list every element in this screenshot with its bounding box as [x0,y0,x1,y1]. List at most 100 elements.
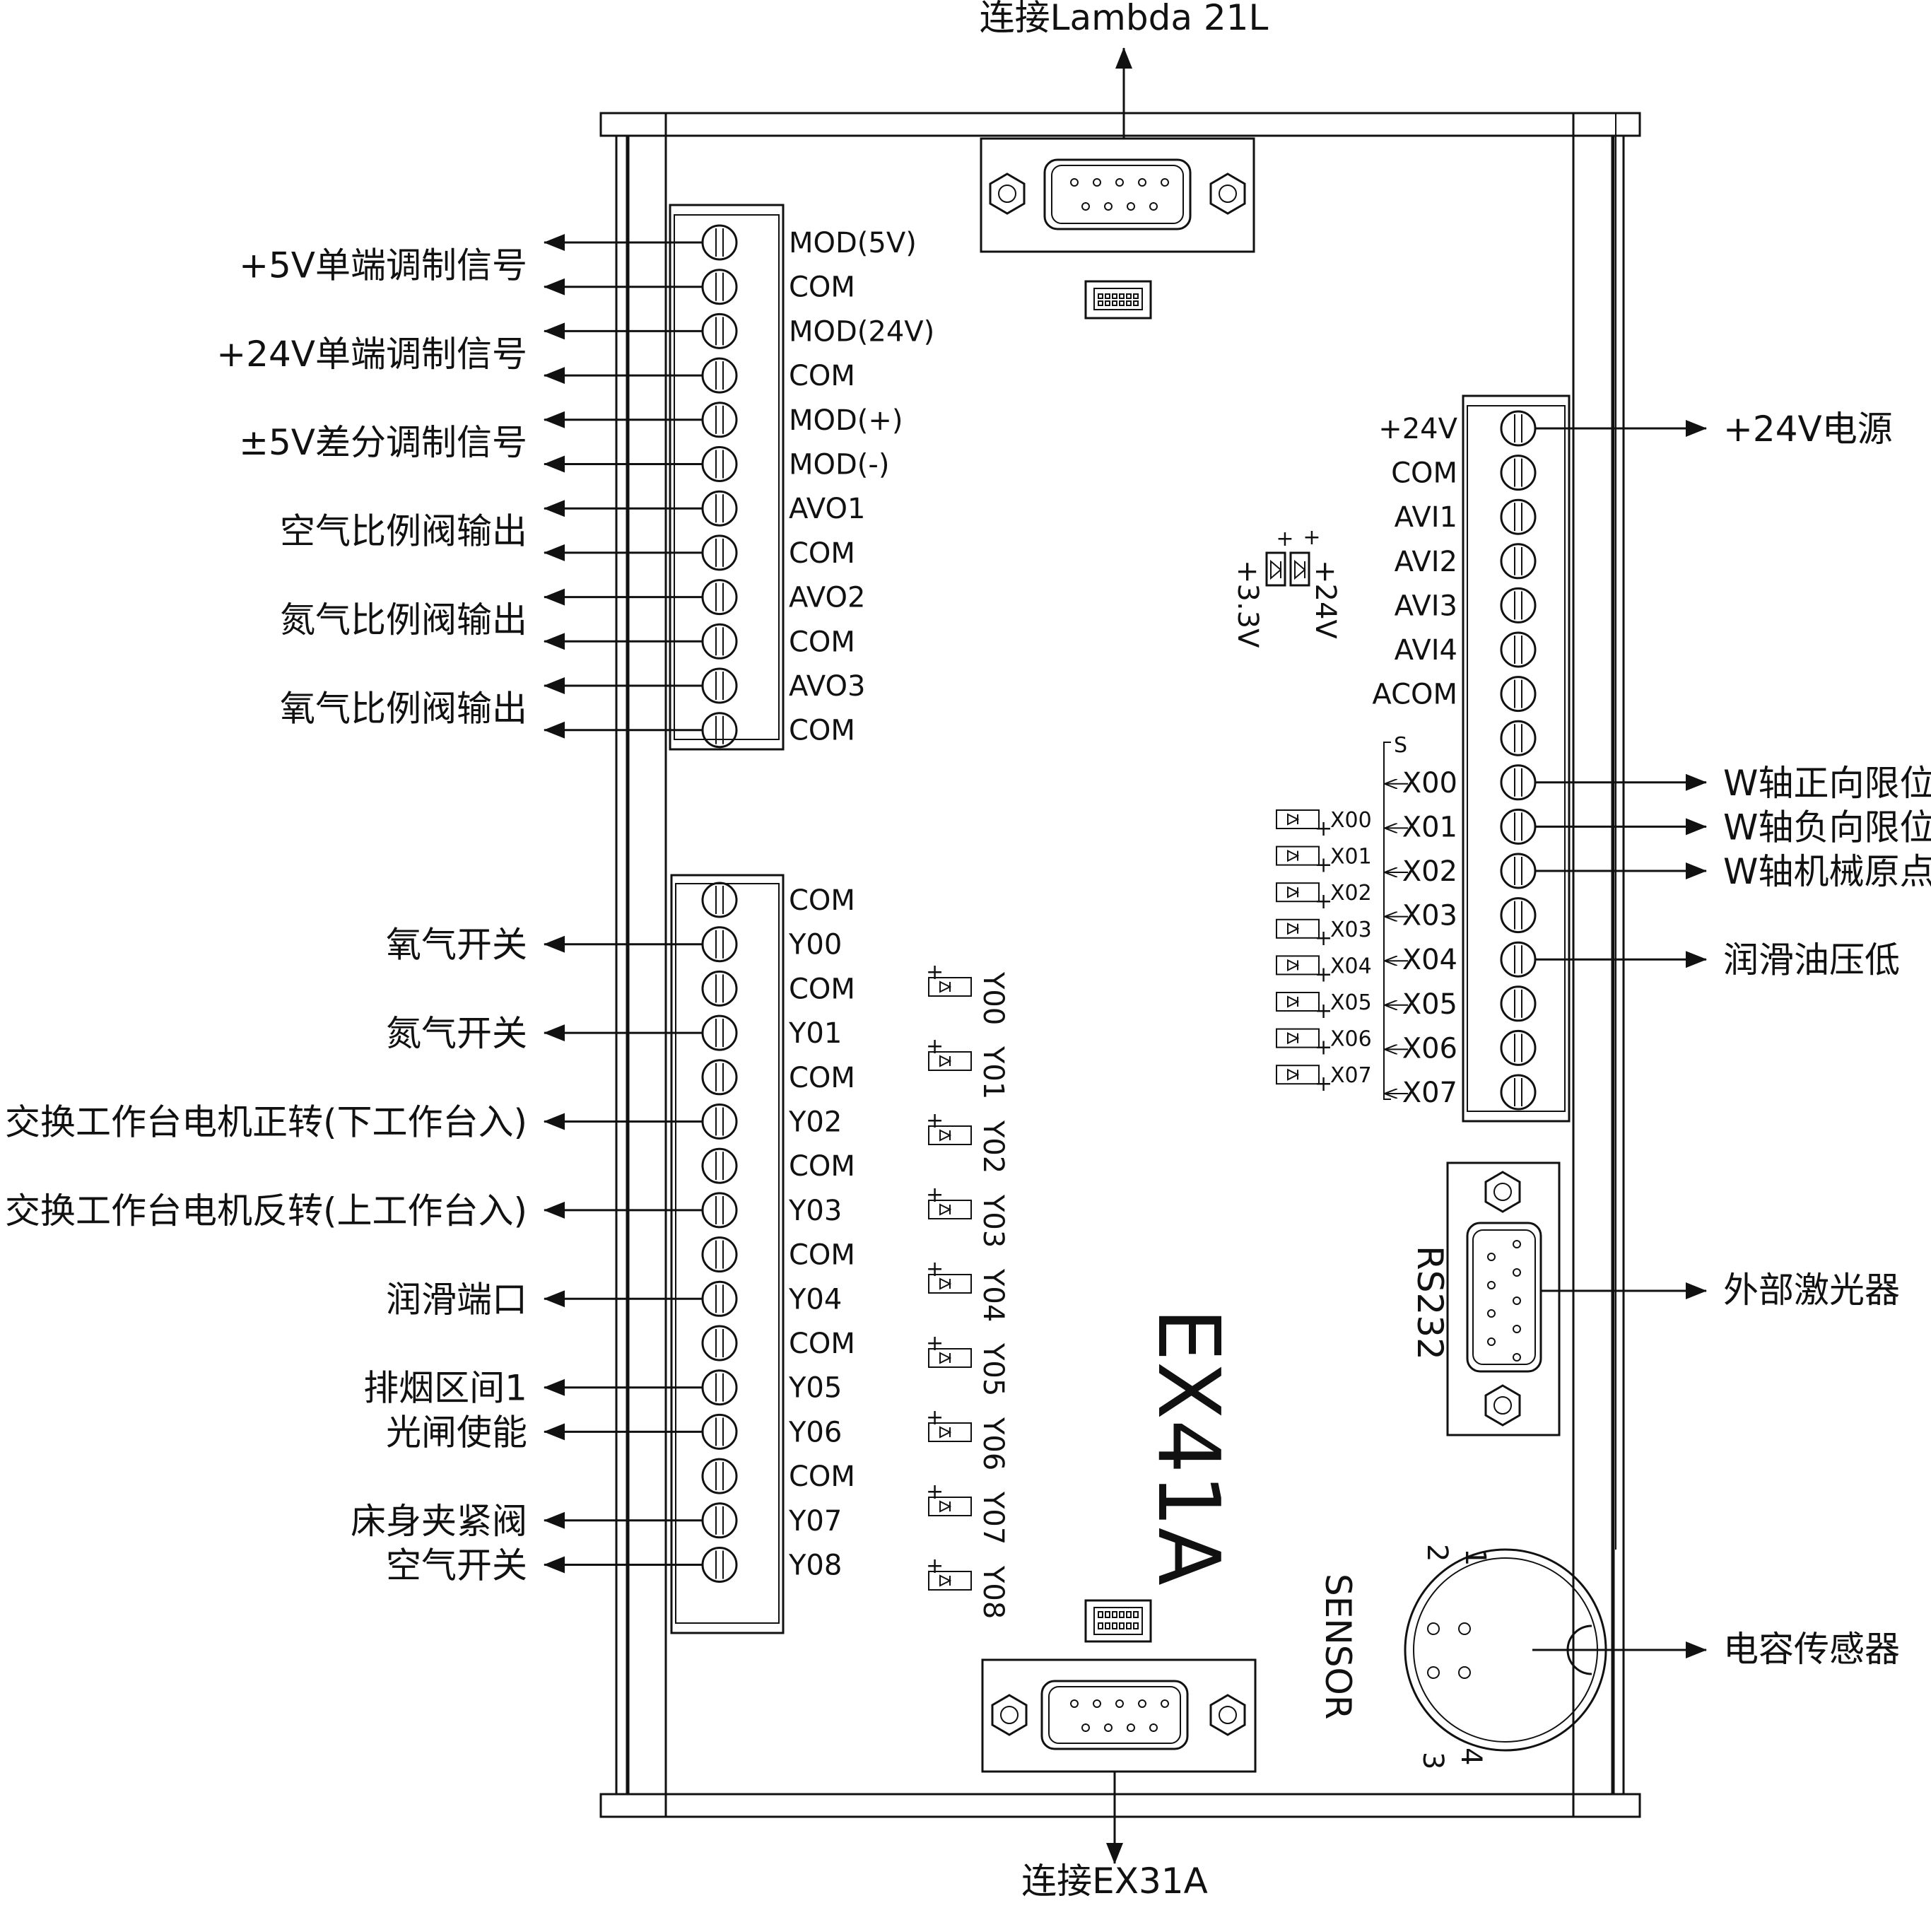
terminal-screw [701,269,738,305]
y-pin-label: Y04 [788,1283,842,1316]
digital-output-terminal-block [670,874,785,1634]
x-input-bracket: S [1383,733,1407,1100]
status-led: + [926,1480,972,1516]
analog-output-terminal-block [669,204,785,751]
svg-text:+: + [1315,1036,1332,1060]
svg-text:+: + [926,960,944,985]
in-pin-label: X01 [1402,811,1457,843]
terminal-screw [701,1236,738,1273]
terminal-screw [701,623,738,660]
svg-text:+: + [926,1331,944,1356]
terminal-screw [701,490,738,527]
sensor-label: SENSOR [1317,1574,1358,1720]
status-led: + [926,1257,972,1294]
hex-screw [991,1694,1028,1736]
terminal-screw [1500,808,1537,845]
hex-screw [1484,1171,1521,1213]
in-pin-label: +24V [1378,413,1457,445]
y-pin-label: COM [789,973,855,1005]
y-description: 空气开关 [386,1545,527,1586]
svg-text:+: + [926,1405,944,1430]
input-terminal-block [1462,394,1571,1123]
terminal-screw [701,1458,738,1494]
terminal-screw [701,312,738,349]
status-led: + [1276,955,1332,987]
in-pin-label: ACOM [1372,679,1457,711]
terminal-screw [1500,853,1537,889]
in-pin-label: X03 [1402,900,1457,932]
status-led: + [926,960,972,997]
svg-text:+: + [1315,1072,1332,1096]
in-description: +24V电源 [1723,409,1893,450]
terminal-screw [1500,587,1537,623]
top-pin-header [1084,280,1152,320]
terminal-screw [1500,410,1537,447]
sensor-pin-3: 3 [1416,1752,1449,1769]
ao-pin-label: MOD(5V) [789,227,917,259]
svg-text:+: + [926,1480,944,1504]
status-led: + [1276,809,1332,841]
ao-pin-label: COM [789,715,855,747]
y-pin-label: Y03 [788,1195,842,1227]
y-led-label: Y00 [977,971,1009,1025]
y-pin-label: COM [789,1328,855,1360]
in-pin-label: X07 [1402,1077,1457,1109]
in-pin-label: AVI2 [1395,546,1457,578]
y-led-label: Y01 [977,1046,1009,1099]
status-led: + [1276,882,1332,914]
x-led-label: X00 [1330,808,1372,833]
terminal-screw [701,1280,738,1317]
y-pin-label: COM [789,1150,855,1183]
bottom-db9-connector [981,1658,1257,1773]
y-led-label: Y04 [977,1268,1009,1322]
y-pin-label: COM [789,884,855,917]
y-led-label: Y05 [977,1342,1009,1396]
status-led: + [926,1554,972,1591]
terminal-screw [701,1014,738,1051]
hex-screw [1209,172,1246,215]
terminal-screw [1500,764,1537,801]
sensor-pin-4: 4 [1455,1747,1487,1765]
ao-description: +24V单端调制信号 [216,334,527,375]
terminal-screw [1500,631,1537,668]
rs232-description: 外部激光器 [1723,1270,1900,1311]
svg-text:+: + [926,1554,944,1579]
ao-description: +5V单端调制信号 [239,245,527,286]
terminal-screw [701,1369,738,1406]
status-led: + [1276,992,1332,1024]
y-led-label: Y03 [977,1194,1009,1248]
ao-description: 空气比例阀输出 [280,511,527,552]
y-description: 润滑端口 [386,1279,527,1320]
sensor-pin-1: 1 [1459,1548,1491,1566]
ao-pin-label: COM [789,360,855,392]
terminal-screw [1500,720,1537,756]
ao-description: 氧气比例阀输出 [280,688,527,729]
y-description: 交换工作台电机正转(下工作台入) [5,1102,527,1143]
terminal-screw [701,970,738,1007]
in-pin-label: X00 [1402,767,1457,800]
svg-text:+: + [1303,525,1320,550]
svg-text:+: + [926,1257,944,1282]
terminal-screw [701,534,738,571]
ao-description: 氮气比例阀输出 [280,599,527,640]
y-led-label: Y02 [977,1120,1009,1173]
rs232-label: RS232 [1409,1246,1450,1360]
in-pin-label: X05 [1402,988,1457,1021]
in-description: W轴正向限位 [1723,763,1931,804]
y-led-label: Y08 [977,1565,1009,1619]
hex-screw [1209,1694,1246,1736]
terminal-screw [701,1502,738,1539]
status-led: + [926,1034,972,1071]
svg-text:+: + [1315,926,1332,951]
y-pin-label: COM [789,1062,855,1094]
bottom-connector-label: 连接EX31A [1021,1861,1208,1902]
y-pin-label: COM [789,1239,855,1272]
terminal-screw [701,224,738,261]
enclosure [599,112,1641,1818]
sensor-pin-2: 2 [1421,1544,1453,1562]
ao-pin-label: MOD(24V) [789,315,934,348]
y-pin-label: Y08 [788,1550,842,1582]
terminal-screw [701,1547,738,1583]
status-led: + [1276,1028,1332,1060]
